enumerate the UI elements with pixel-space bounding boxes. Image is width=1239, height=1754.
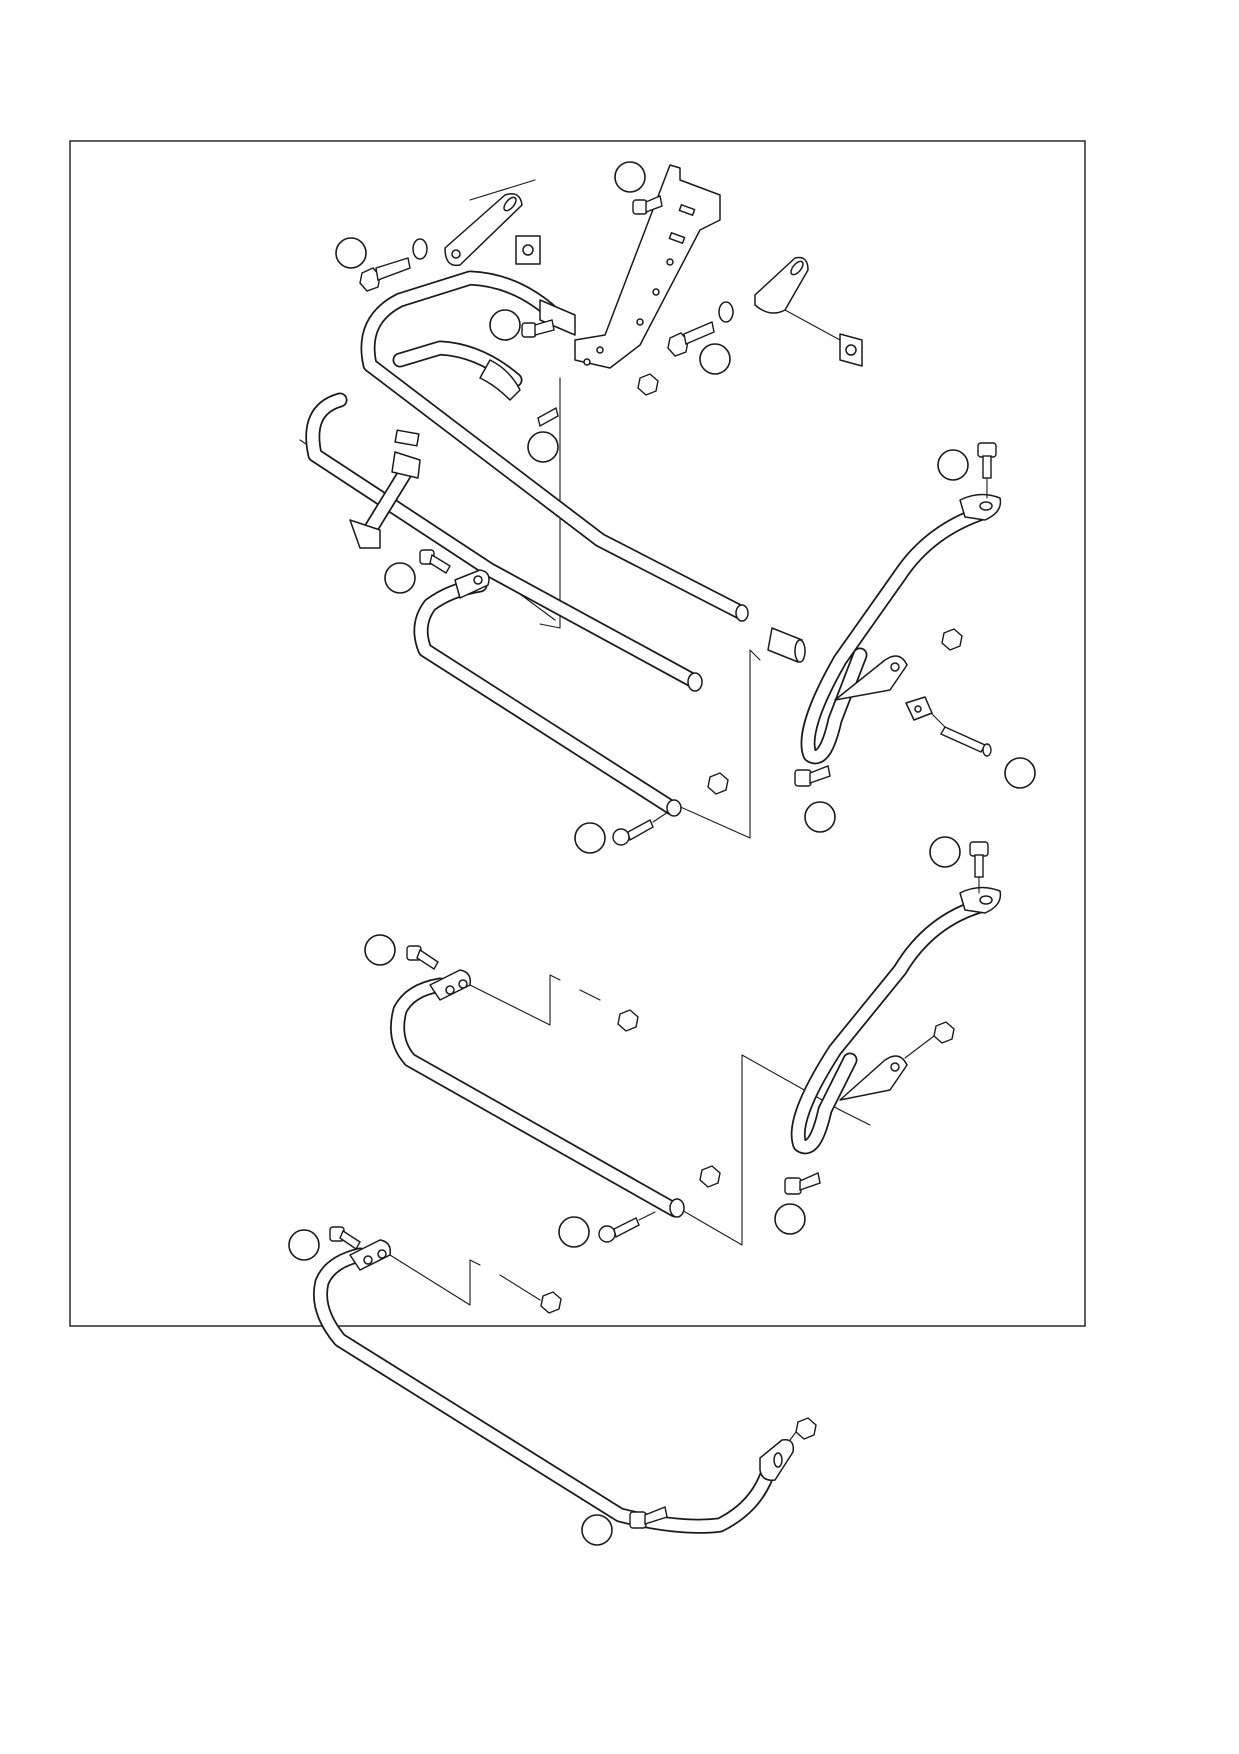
clip-nut-right — [839, 333, 863, 367]
tube-end-bracket — [479, 299, 576, 401]
right-curved-brace — [800, 493, 1002, 765]
diagram-border — [69, 140, 1086, 1327]
callout-bubble — [699, 343, 731, 375]
socket-screw-lower — [419, 549, 451, 574]
callout-bubble — [527, 431, 559, 463]
vertical-screw-top — [977, 442, 997, 499]
clamp-block — [905, 696, 933, 721]
middle-screw-bottom — [598, 1211, 656, 1243]
middle-assembly — [390, 841, 1002, 1246]
callout-bubble — [384, 562, 416, 594]
left-slotted-bracket — [444, 193, 523, 267]
washer-right — [718, 301, 734, 323]
callout-bubble — [581, 1514, 613, 1546]
callout-bubble — [558, 1216, 590, 1248]
callout-bubble — [364, 934, 396, 966]
socket-screw-brace — [794, 765, 831, 787]
bottom-assembly — [312, 1226, 817, 1534]
spacer-sleeve — [767, 627, 806, 663]
callout-bubble — [929, 836, 961, 868]
bottom-long-bar — [312, 1239, 795, 1534]
clip-nut-left — [515, 235, 541, 265]
callout-bubble — [335, 237, 367, 269]
middle-hex-nut-plate — [699, 1165, 721, 1188]
middle-socket-screw-top — [406, 945, 439, 970]
middle-lower-bar — [390, 969, 685, 1218]
hex-nut-right-top — [941, 628, 963, 651]
right-slotted-bracket — [754, 256, 841, 341]
callout-bubble — [1004, 757, 1036, 789]
lower-cross-tube — [305, 392, 703, 692]
callout-bubble — [574, 822, 606, 854]
support-strut — [349, 429, 421, 549]
middle-socket-screw-brace — [784, 1172, 821, 1195]
middle-curved-brace — [790, 886, 1002, 1155]
lower-loop-bar — [413, 569, 682, 817]
hex-nut-plate — [707, 772, 729, 795]
callout-bubble — [288, 1229, 320, 1261]
bottom-hex-nut-upper — [540, 1291, 562, 1314]
hex-bolt-right — [667, 321, 715, 357]
callout-bubble — [937, 449, 969, 481]
top-assembly — [299, 164, 1002, 846]
callout-bubble — [804, 801, 836, 833]
bottom-socket-screw-lower — [629, 1506, 668, 1529]
bottom-hex-nut-right — [795, 1417, 817, 1440]
socket-screw-mid — [521, 319, 555, 338]
hex-bolt-left — [359, 257, 411, 292]
callout-bubble — [614, 161, 646, 193]
callout-bubble — [489, 309, 521, 341]
callout-group — [288, 161, 1036, 1546]
callout-bubble — [774, 1203, 806, 1235]
hex-nut-upper — [637, 373, 659, 396]
long-screw-right — [931, 713, 992, 757]
middle-hex-nut-upper — [617, 1009, 639, 1032]
center-upright-bracket — [574, 164, 721, 369]
washer-left — [412, 238, 428, 260]
socket-screw-center — [537, 406, 559, 428]
socket-screw-top — [632, 195, 663, 215]
middle-vertical-screw — [969, 841, 989, 894]
screw-bottom-left — [612, 811, 669, 846]
middle-hex-nut-right — [933, 1021, 955, 1044]
bottom-socket-screw-top — [329, 1226, 361, 1251]
